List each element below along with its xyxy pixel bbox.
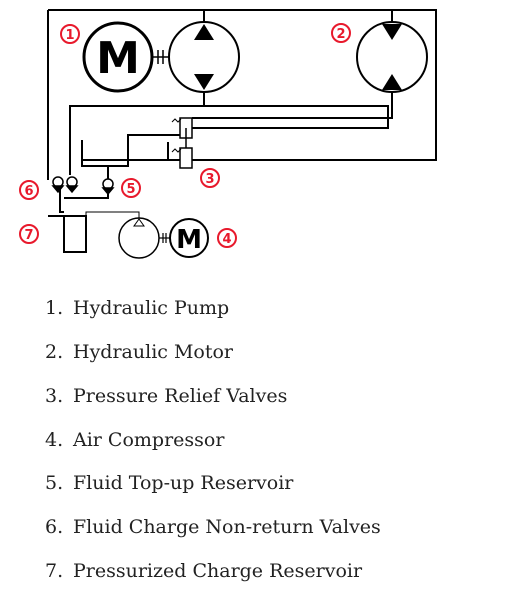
hydraulic-schematic: M M 1 2 — [19, 9, 437, 259]
pump-return-line — [69, 92, 205, 175]
pump-arrow-up — [194, 24, 214, 40]
charge-reservoir — [63, 215, 87, 253]
badge-7: 7 — [19, 224, 39, 244]
relief-line-1 — [192, 105, 389, 129]
legend-number: 4. — [45, 429, 64, 451]
badge-4: 4 — [217, 228, 237, 248]
legend-text: Hydraulic Pump — [73, 297, 230, 319]
motor-1-symbol: M — [96, 33, 140, 84]
hydraulic-motor — [356, 21, 428, 93]
legend-number: 7. — [45, 560, 64, 582]
coupling-1 — [152, 50, 170, 64]
charge-feed — [59, 188, 64, 213]
compressor-arrow — [133, 218, 145, 227]
coupling-4 — [159, 233, 170, 243]
legend-text: Air Compressor — [73, 429, 225, 451]
non-return-valves — [51, 176, 115, 196]
legend-text: Hydraulic Motor — [73, 341, 233, 363]
legend-item-3: 3. Pressure Relief Valves — [45, 384, 287, 408]
legend-number: 5. — [45, 472, 64, 494]
legend-item-7: 7. Pressurized Charge Reservoir — [45, 559, 362, 583]
motor-return-line — [192, 92, 393, 119]
compressor-link — [85, 211, 140, 220]
legend-number: 2. — [45, 341, 64, 363]
svg-text:7: 7 — [24, 228, 33, 243]
legend-number: 3. — [45, 385, 64, 407]
badge-1: 1 — [60, 24, 80, 44]
legend-text: Pressure Relief Valves — [73, 385, 288, 407]
badge-5: 5 — [121, 178, 141, 198]
svg-text:1: 1 — [65, 28, 74, 43]
motor-4-symbol: M — [176, 225, 202, 255]
legend-item-1: 1. Hydraulic Pump — [45, 296, 229, 320]
legend-number: 1. — [45, 297, 64, 319]
legend-item-2: 2. Hydraulic Motor — [45, 340, 233, 364]
pressure-relief-valves — [171, 117, 193, 169]
svg-text:3: 3 — [205, 172, 214, 187]
motor-arrow-bottom — [382, 74, 402, 90]
motor-arrow-top — [382, 24, 402, 40]
legend-item-6: 6. Fluid Charge Non-return Valves — [45, 515, 381, 539]
svg-text:6: 6 — [24, 184, 33, 199]
svg-text:2: 2 — [336, 27, 345, 42]
hydraulic-pump — [168, 21, 240, 93]
legend-text: Fluid Charge Non-return Valves — [73, 516, 381, 538]
relief-line-2 — [127, 134, 180, 142]
topup-reservoir — [81, 140, 129, 167]
pump-arrow-down — [194, 74, 214, 90]
legend-item-5: 5. Fluid Top-up Reservoir — [45, 471, 293, 495]
air-compressor — [118, 217, 160, 259]
electric-motor-4 — [169, 218, 209, 258]
svg-text:4: 4 — [222, 232, 231, 247]
legend-item-4: 4. Air Compressor — [45, 428, 224, 452]
legend-text: Fluid Top-up Reservoir — [73, 472, 294, 494]
legend-text: Pressurized Charge Reservoir — [73, 560, 363, 582]
main-loop-line — [48, 9, 437, 161]
badge-2: 2 — [331, 23, 351, 43]
badge-3: 3 — [200, 168, 220, 188]
svg-text:5: 5 — [126, 182, 135, 197]
legend-number: 6. — [45, 516, 64, 538]
badge-6: 6 — [19, 180, 39, 200]
